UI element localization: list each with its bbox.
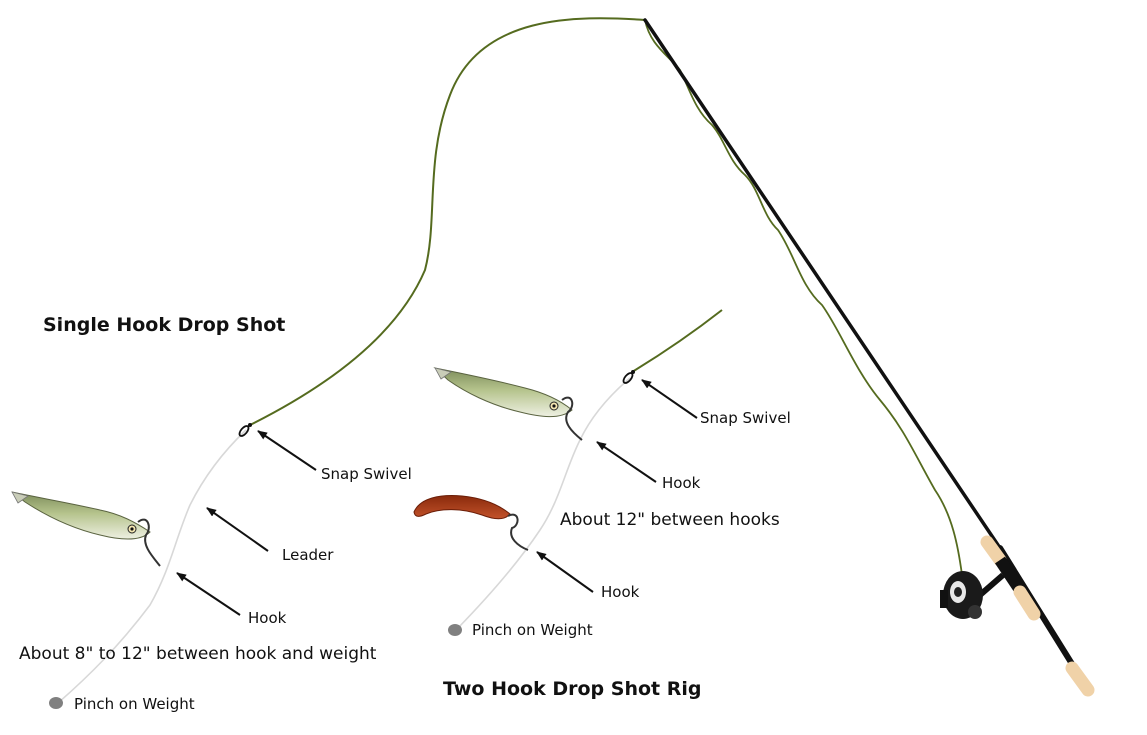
label-spacing-two: About 12" between hooks	[560, 510, 780, 530]
arrow-hook-upper	[596, 441, 657, 483]
title-single-hook: Single Hook Drop Shot	[43, 314, 286, 336]
main-line	[249, 17, 646, 426]
minnow-lure-icon	[433, 367, 583, 441]
snap-swivel-icon	[238, 423, 252, 437]
minnow-lure-icon	[11, 491, 161, 567]
label-weight: Pinch on Weight	[74, 695, 195, 713]
label-leader: Leader	[282, 546, 334, 564]
worm-lure-icon	[413, 495, 529, 551]
weight-icon	[49, 697, 63, 709]
label-snap-swivel: Snap Swivel	[321, 465, 412, 483]
arrow-snap-swivel	[257, 430, 317, 471]
arrow-snap-swivel-two	[641, 379, 698, 419]
label-hook: Hook	[248, 609, 287, 627]
label-hook-upper: Hook	[662, 474, 701, 492]
label-snap-swivel-two: Snap Swivel	[700, 409, 791, 427]
title-two-hook: Two Hook Drop Shot Rig	[443, 678, 702, 700]
line-along-rod	[644, 19, 963, 576]
spinning-reel-icon	[940, 571, 1005, 619]
weight-icon	[448, 624, 462, 636]
fishing-rod-icon	[643, 18, 1095, 697]
label-spacing-single: About 8" to 12" between hook and weight	[19, 644, 377, 664]
arrow-hook	[176, 572, 241, 616]
main-line-two-hook	[631, 309, 723, 373]
leader-line-single	[57, 429, 247, 704]
arrow-hook-lower	[536, 551, 594, 593]
label-hook-lower: Hook	[601, 583, 640, 601]
snap-swivel-icon	[622, 370, 635, 384]
label-weight-two: Pinch on Weight	[472, 621, 593, 639]
leader-line-two-hook	[457, 377, 631, 629]
arrow-leader	[206, 507, 269, 552]
